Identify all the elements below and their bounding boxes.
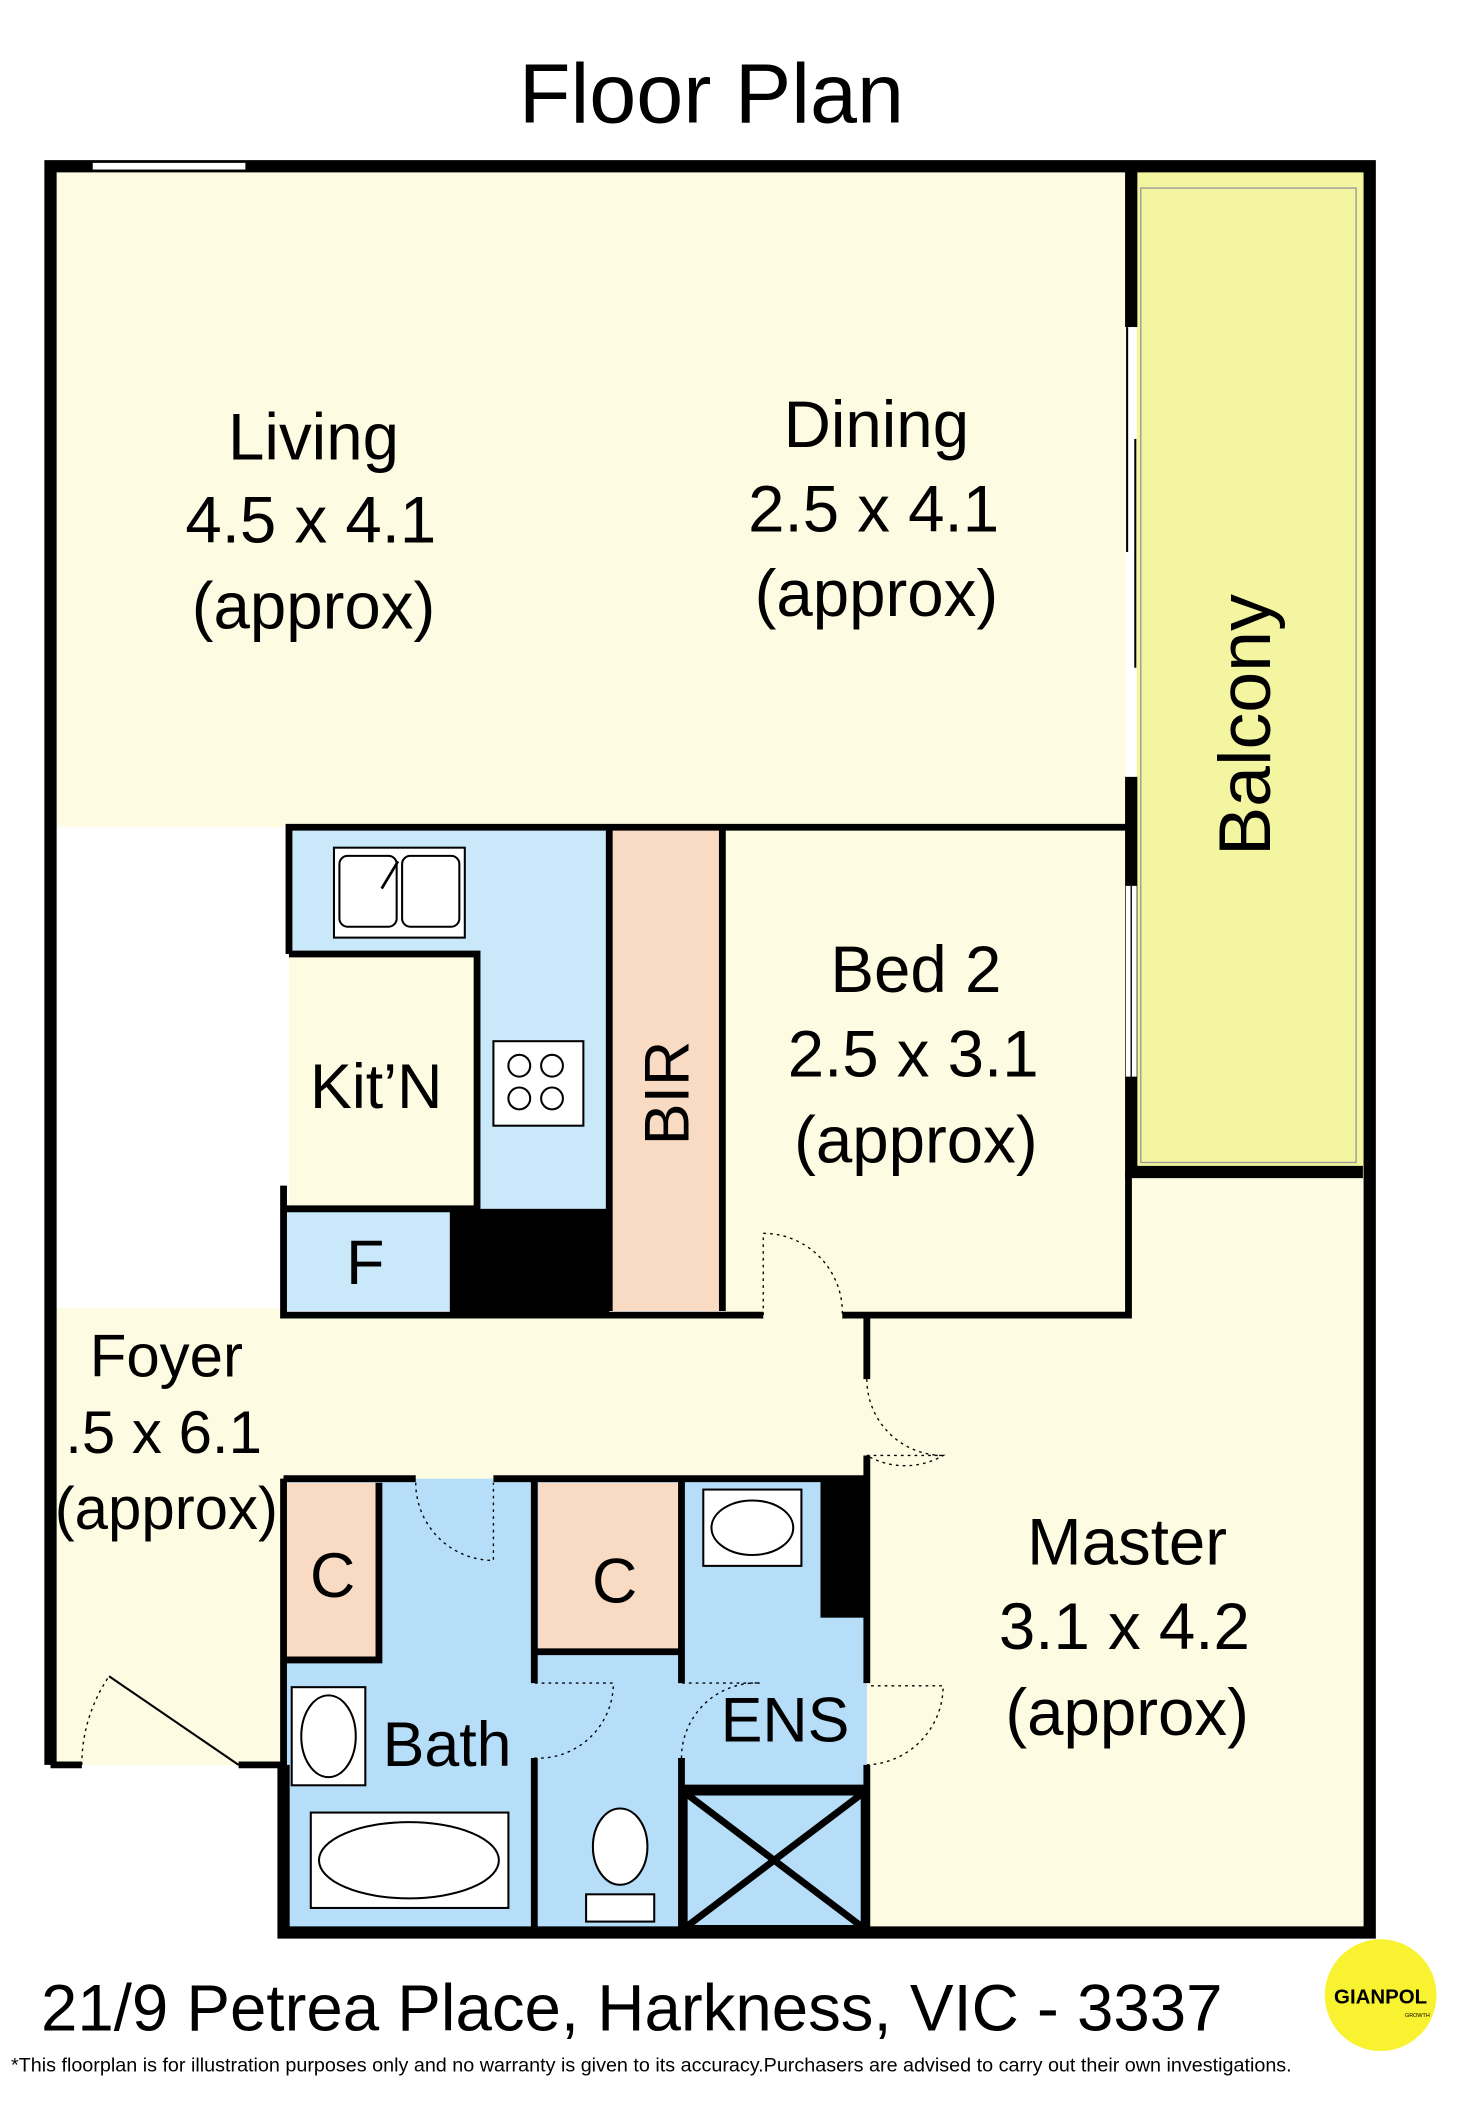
svg-text:2.5 x 3.1: 2.5 x 3.1 (788, 1018, 1039, 1091)
svg-text:(approx): (approx) (794, 1103, 1038, 1176)
svg-text:Living: Living (228, 400, 399, 473)
svg-text:(approx): (approx) (192, 569, 436, 642)
living-dining-area (50, 166, 1132, 828)
address: 21/9 Petrea Place, Harkness, VIC - 3337 (41, 1972, 1223, 2045)
svg-text:GROWTH: GROWTH (1405, 2013, 1430, 2019)
ensuite-label: ENS (721, 1686, 850, 1756)
bed2-label: Bed 2 2.5 x 3.1 (approx) (788, 933, 1039, 1176)
toilet-icon (585, 1807, 656, 1923)
kitchen-block (449, 1208, 610, 1316)
hallway-area (283, 1315, 867, 1479)
bir-area (609, 827, 723, 1312)
svg-text:3.1 x 4.2: 3.1 x 4.2 (999, 1590, 1250, 1663)
svg-text:(approx): (approx) (1005, 1676, 1249, 1749)
bed2-area (722, 824, 1129, 1316)
balcony-area (1131, 170, 1366, 1173)
svg-text:(approx): (approx) (55, 1475, 278, 1542)
kitchen-label: Kit’N (310, 1052, 442, 1122)
cupboard1-area (286, 1482, 379, 1660)
bathtub-icon (309, 1811, 510, 1909)
svg-text:.5 x 6.1: .5 x 6.1 (65, 1399, 262, 1466)
stove-icon (492, 1040, 585, 1127)
fridge-label: F (346, 1228, 384, 1298)
svg-text:Master: Master (1027, 1506, 1227, 1579)
master-label: Master 3.1 x 4.2 (approx) (999, 1506, 1250, 1749)
disclaimer: *This floorplan is for illustration purp… (11, 2054, 1292, 2076)
svg-text:Foyer: Foyer (90, 1322, 243, 1389)
living-label: Living 4.5 x 4.1 (approx) (185, 400, 436, 642)
fridge-area (286, 1208, 450, 1312)
bath-label: Bath (383, 1710, 512, 1780)
dining-label: Dining 2.5 x 4.1 (approx) (748, 388, 999, 630)
master-area (866, 1172, 1370, 1933)
svg-text:Bed 2: Bed 2 (830, 933, 1001, 1006)
svg-text:4.5 x 4.1: 4.5 x 4.1 (185, 483, 436, 556)
balcony-label: Balcony (1203, 594, 1286, 856)
svg-text:(approx): (approx) (755, 557, 999, 630)
cupboard2-label: C (592, 1547, 637, 1617)
bir-label: BIR (632, 1041, 702, 1145)
foyer-area (50, 1308, 284, 1765)
foyer-label: Foyer .5 x 6.1 (approx) (55, 1322, 278, 1542)
cupboard1-label: C (310, 1541, 355, 1611)
sink-icon (332, 846, 466, 939)
gianpol-logo: GIANPOL GROWTH (1324, 1939, 1437, 2052)
cupboard2-area (538, 1482, 682, 1650)
svg-text:Dining: Dining (784, 388, 969, 461)
page-title: Floor Plan (519, 47, 904, 141)
svg-text:2.5 x 4.1: 2.5 x 4.1 (748, 473, 999, 546)
basin-icon (290, 1488, 803, 1787)
svg-text:GIANPOL: GIANPOL (1334, 1985, 1427, 2008)
